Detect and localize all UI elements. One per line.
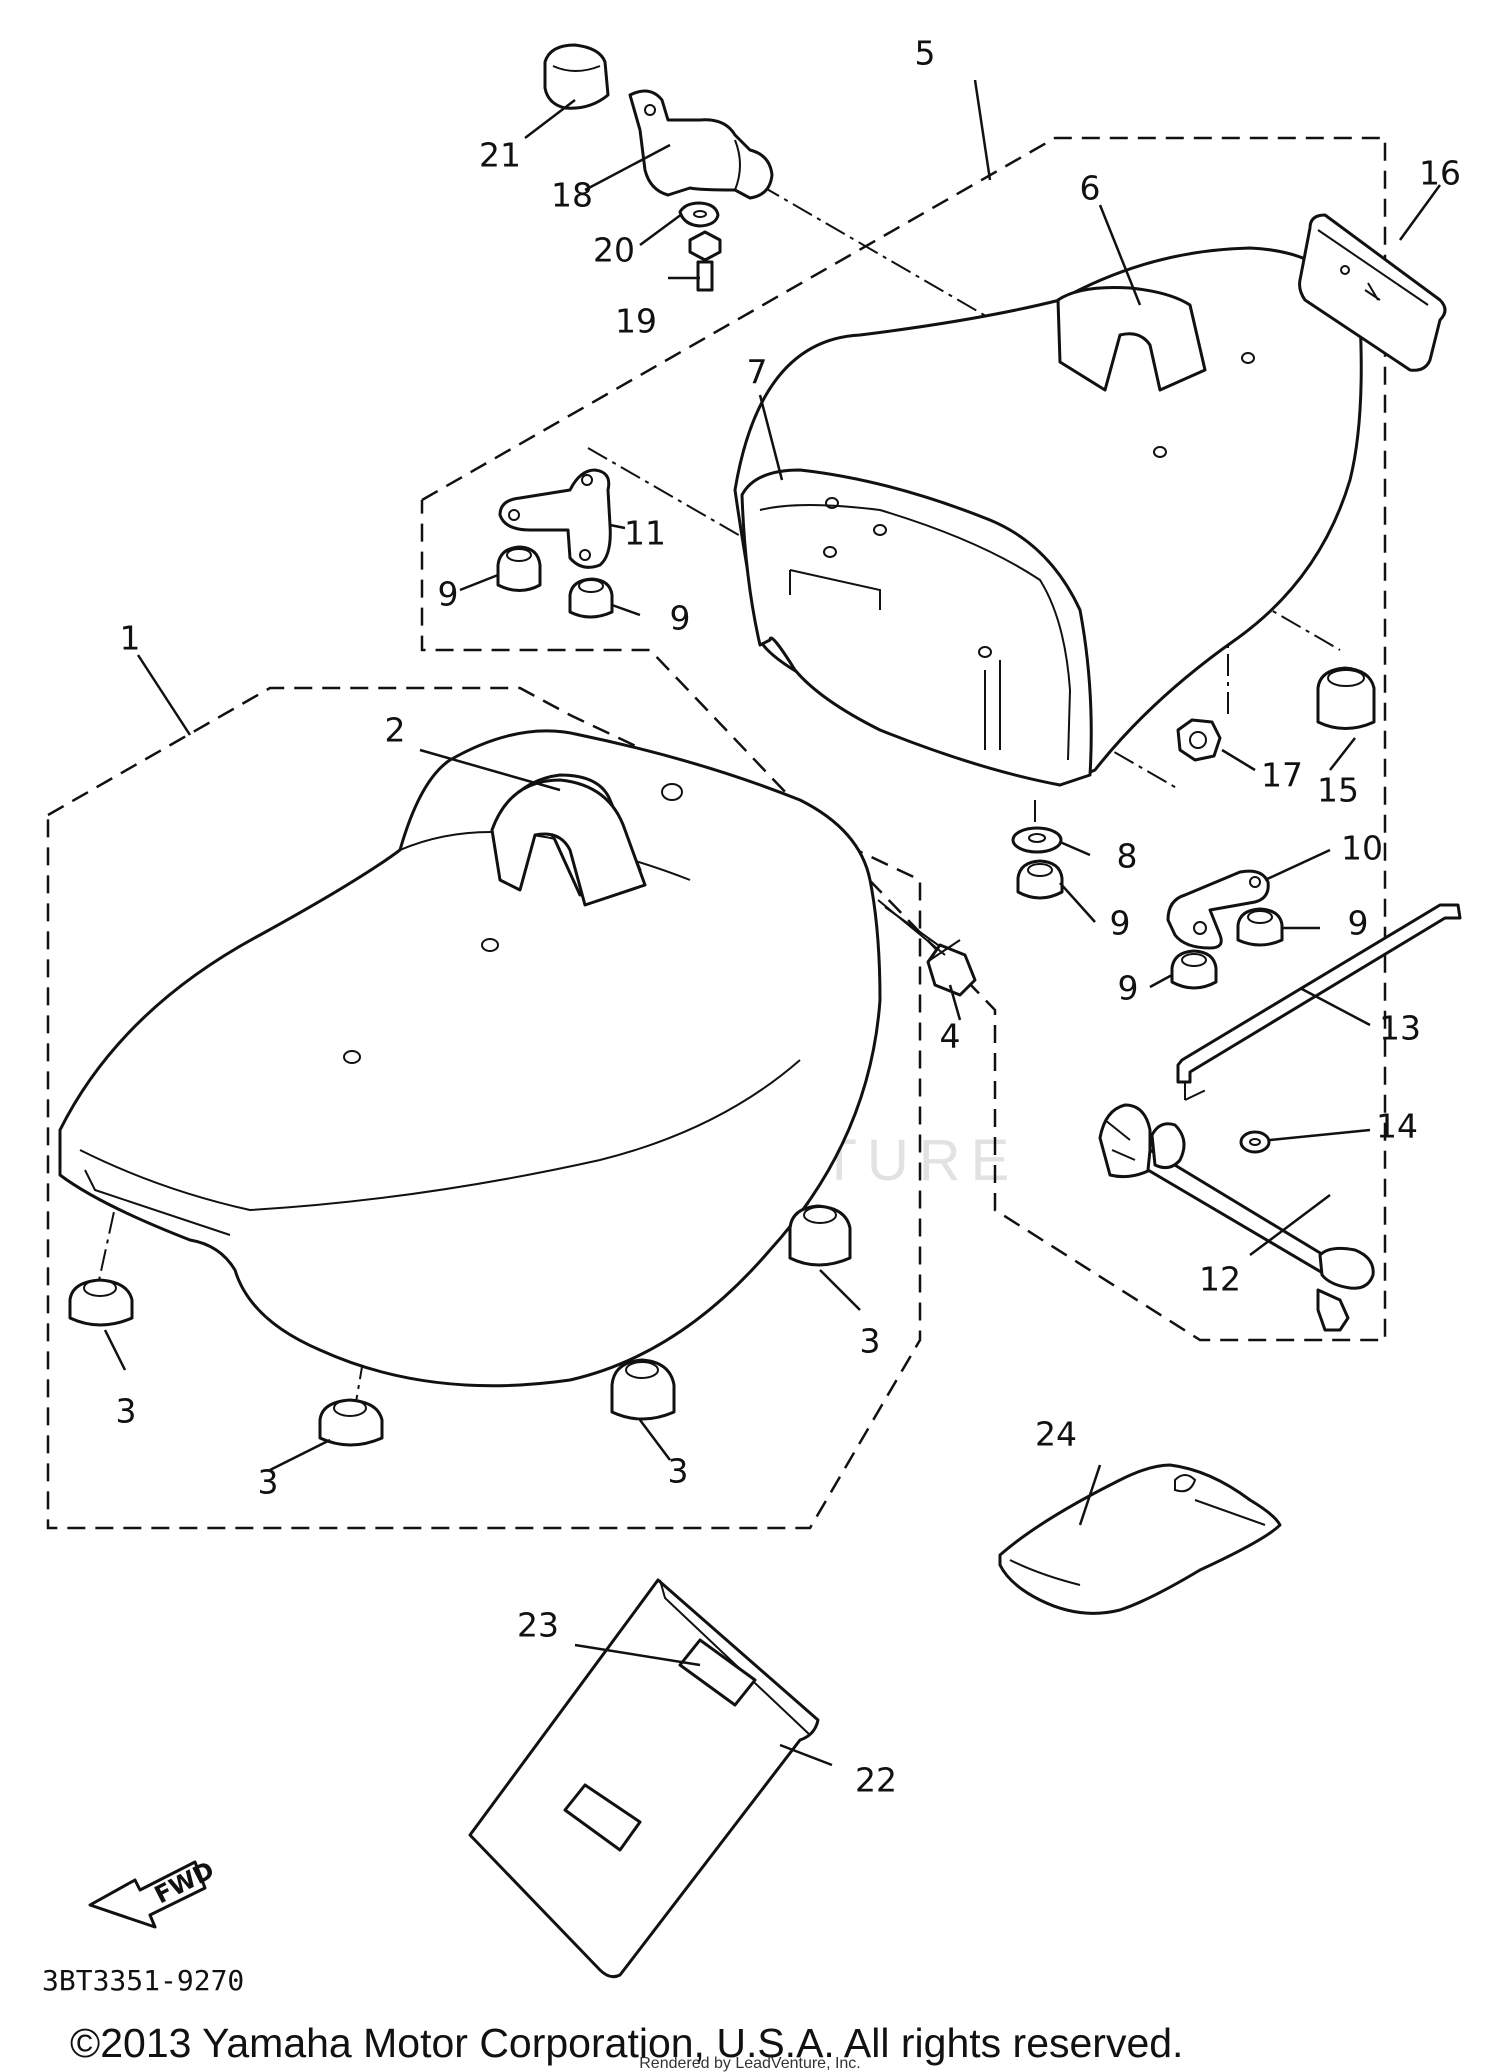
callout-5: 5	[915, 34, 936, 73]
seat-bolt	[877, 899, 977, 997]
damper-3	[610, 1358, 676, 1421]
lock-rod	[1176, 903, 1462, 1084]
seat-assembly-outline	[46, 686, 922, 1530]
callout-3-b: 3	[258, 1463, 279, 1502]
callout-3-c: 3	[668, 1452, 689, 1491]
seat	[58, 729, 882, 1388]
group-outlines	[46, 136, 1387, 1530]
callout-8: 8	[1117, 837, 1138, 876]
callout-13: 13	[1379, 1009, 1421, 1048]
callout-17: 17	[1261, 756, 1303, 795]
forward-direction-arrow: FWD	[88, 1856, 219, 1929]
grommets-top	[496, 545, 614, 619]
grommet-9-a	[1016, 859, 1064, 900]
leader-lines	[103, 79, 1442, 1767]
callout-3-d: 3	[860, 1322, 881, 1361]
callout-numbers: 1 2 3 3 3 3 3 4 5 6 7 8 9 9 9 9 9 10 11 …	[116, 34, 1462, 1800]
callout-14: 14	[1376, 1107, 1418, 1146]
callout-16: 16	[1419, 154, 1461, 193]
callout-1: 1	[120, 619, 141, 658]
damper-4	[788, 1204, 852, 1267]
cover-nut	[1176, 718, 1222, 762]
callout-9-d: 9	[438, 575, 459, 614]
callout-2: 2	[385, 711, 406, 750]
seat-strap	[490, 778, 647, 907]
copyright-notice: ©2013 Yamaha Motor Corporation, U.S.A. A…	[70, 2020, 1183, 2066]
washer-8	[1011, 826, 1063, 854]
callout-23: 23	[517, 1606, 559, 1645]
rear-bracket	[1166, 869, 1270, 950]
callout-15: 15	[1317, 771, 1359, 810]
callout-3-a: 3	[116, 1392, 137, 1431]
callout-12: 12	[1199, 1260, 1241, 1299]
callout-9-e: 9	[670, 599, 691, 638]
drawing-code: 3BT3351-9270	[42, 1964, 244, 1997]
manual-label	[563, 1638, 757, 1852]
callout-9-a: 9	[1110, 904, 1131, 943]
callout-18: 18	[551, 176, 593, 215]
tail-cover-assembly-outline	[420, 136, 1387, 1342]
callout-10: 10	[1341, 829, 1383, 868]
cover-damper	[1316, 666, 1376, 730]
callout-9-b: 9	[1348, 904, 1369, 943]
grommet-9-b	[1236, 907, 1284, 947]
seat-hook	[1098, 1103, 1375, 1332]
lock-screw	[688, 230, 722, 292]
grommet-9-c	[1170, 949, 1218, 990]
callout-4: 4	[940, 1017, 961, 1056]
callout-22: 22	[855, 1761, 897, 1800]
tail-cover	[733, 246, 1363, 787]
damper-2	[318, 1398, 384, 1447]
callout-11: 11	[624, 514, 666, 553]
seat-dampers	[68, 1204, 852, 1447]
callout-20: 20	[593, 231, 635, 270]
seat-lock	[628, 89, 774, 200]
tool-bag	[998, 1463, 1282, 1615]
callout-9-c: 9	[1118, 969, 1139, 1008]
callout-21: 21	[479, 136, 521, 175]
reflector	[1298, 213, 1447, 372]
damper-1	[68, 1278, 134, 1327]
tail-strap	[1056, 286, 1207, 392]
callout-7: 7	[747, 353, 768, 392]
forward-direction-label: FWD	[150, 1856, 219, 1909]
callout-6: 6	[1080, 169, 1101, 208]
render-credit: Rendered by LeadVenture, Inc.	[639, 2055, 861, 2072]
lock-washer	[678, 201, 720, 228]
lock-cap	[543, 43, 610, 110]
hook-washer	[1239, 1130, 1271, 1154]
callout-24: 24	[1035, 1415, 1077, 1454]
callout-19: 19	[615, 302, 657, 341]
